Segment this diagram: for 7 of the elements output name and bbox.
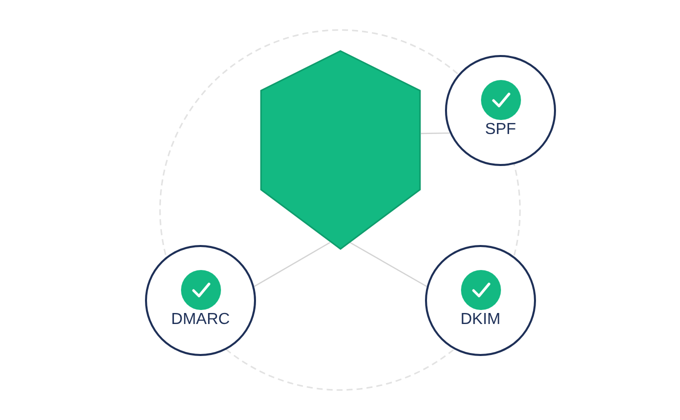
- node-label: SPF: [484, 121, 516, 139]
- node-label: DKIM: [460, 311, 500, 329]
- hexagon: [260, 50, 421, 250]
- connector-line: [254, 242, 330, 288]
- node-label: DMARC: [171, 311, 230, 329]
- connector-line: [421, 132, 450, 134]
- connector-line: [350, 242, 428, 288]
